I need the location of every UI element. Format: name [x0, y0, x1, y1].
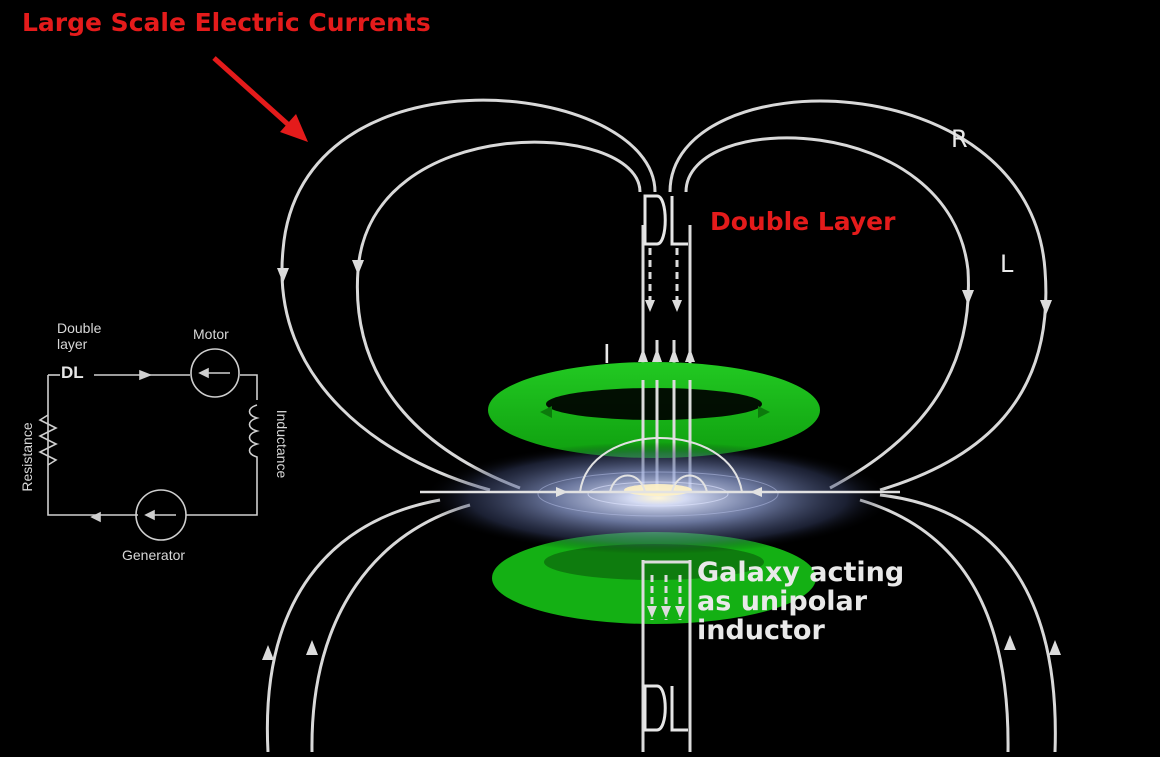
galaxy-caption-line3: inductor: [697, 615, 825, 646]
lower-column-arrows: [647, 606, 685, 618]
label-l: L: [1000, 250, 1014, 278]
galaxy-dome-lines: [420, 437, 900, 494]
upper-loop-arrows: [277, 260, 1052, 315]
schematic-motor-label: Motor: [193, 326, 229, 342]
generator-circle: [135, 489, 187, 541]
schematic-generator-label: Generator: [122, 547, 186, 563]
schematic-dl-label: DL: [61, 363, 84, 382]
schematic-resistance-label: Resistance: [19, 422, 35, 492]
schematic-layer-label: layer: [57, 336, 88, 352]
motor-circle: [190, 348, 240, 398]
lower-inner-right: [859, 498, 1010, 753]
schematic-double-label: Double: [57, 320, 102, 336]
resistor: [38, 414, 58, 466]
arrow-down-outer-left: [277, 268, 289, 283]
central-column-arrows: [638, 300, 695, 362]
wire-bottom-right: [186, 465, 258, 516]
galaxy-caption: Galaxy acting as unipolar inductor: [697, 558, 904, 645]
lower-current-loops: [265, 493, 1057, 753]
lower-outer-right: [879, 493, 1057, 753]
arrow-up-lower-inner-right: [1004, 635, 1016, 650]
galaxy-disk: [422, 442, 894, 554]
upper-current-loops: [280, 98, 1048, 492]
arrow-up-lower-outer-right: [1049, 640, 1061, 655]
lower-inner-left: [310, 503, 471, 753]
disk-arrows: [556, 487, 762, 497]
wire-right-top: [240, 374, 258, 400]
galaxy-caption-line2: as unipolar: [697, 586, 868, 617]
red-pointer-arrow: [212, 56, 308, 142]
circuit-schematic: [38, 348, 260, 541]
arrow-down-inner-right: [962, 290, 974, 305]
arrow-up-lower-outer-left: [262, 645, 274, 660]
double-layer-label: Double Layer: [710, 207, 896, 236]
arrow-down-outer-right: [1040, 300, 1052, 315]
lower-loop-arrows: [262, 635, 1061, 660]
arrow-down-inner-left: [352, 260, 364, 275]
inner-left-loop: [355, 140, 642, 490]
label-i: I: [603, 340, 611, 370]
dl-bottom-stencil: [643, 684, 688, 732]
dl-top-stencil: [643, 194, 688, 246]
upper-green-torus: [488, 362, 820, 458]
outer-left-loop: [280, 98, 657, 492]
galaxy-caption-line1: Galaxy acting: [697, 557, 905, 588]
schematic-inductance-label: Inductance: [274, 409, 290, 479]
wire-left: [47, 375, 138, 516]
inner-right-loop: [684, 136, 970, 490]
label-r: R: [951, 125, 968, 153]
outer-right-loop: [668, 99, 1048, 492]
diagram-title: Large Scale Electric Currents: [22, 8, 431, 37]
arrow-up-lower-inner-left: [306, 640, 318, 655]
inductor: [248, 404, 260, 465]
lower-outer-left: [265, 498, 441, 753]
